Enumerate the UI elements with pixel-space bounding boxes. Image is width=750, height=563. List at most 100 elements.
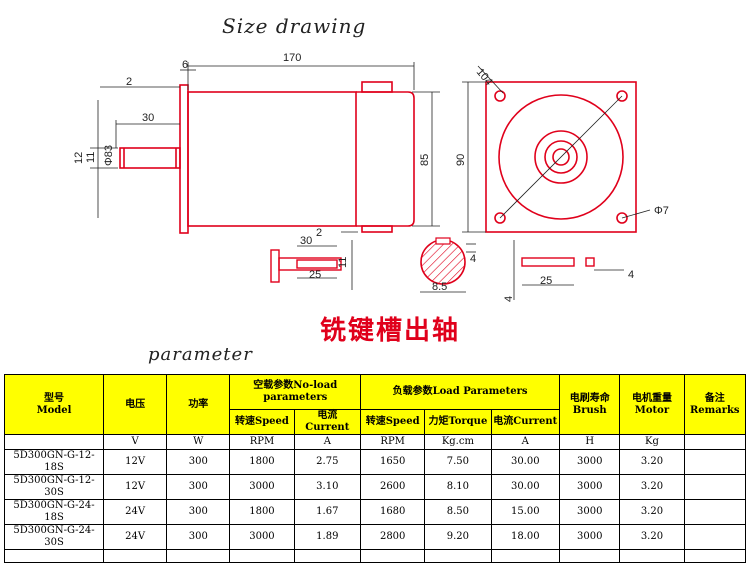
- dim-shaft-flat: 11: [85, 152, 97, 163]
- cell-model: 5D300GN-G-12-30S: [3, 474, 105, 500]
- cell-weight: 3.20: [619, 449, 685, 475]
- unit-cell: Kg: [619, 434, 685, 450]
- dim-keybar-25: 25: [540, 275, 552, 287]
- dim-key-2: 2: [316, 227, 322, 239]
- cell-load-current: 15.00: [490, 499, 561, 525]
- cell-empty: [103, 549, 168, 563]
- bottom-lug: [361, 225, 393, 233]
- cell-noload-speed: 1800: [229, 499, 295, 525]
- cell-noload-current: 2.75: [293, 449, 362, 475]
- subheader-noload-current: 电流Current: [293, 409, 362, 435]
- cell-weight: 3.20: [619, 474, 685, 500]
- keyway-shaft-caption: 铣键槽出轴: [320, 316, 461, 346]
- subheader-load-current: 电流Current: [490, 409, 561, 435]
- shaft-cross-section: [420, 237, 466, 285]
- cell-noload-current: 3.10: [293, 474, 362, 500]
- motor-body: [187, 91, 357, 227]
- dim-hole: Φ7: [654, 205, 669, 217]
- cell-weight: 3.20: [619, 499, 685, 525]
- cell-brush: 3000: [559, 474, 621, 500]
- cell-empty: [166, 549, 231, 563]
- cell-load-current: 18.00: [490, 524, 561, 550]
- cell-remarks: [683, 524, 747, 550]
- cell-empty: [619, 549, 685, 563]
- cell-load-current: 30.00: [490, 449, 561, 475]
- cell-model: 5D300GN-G-24-30S: [3, 524, 105, 550]
- cell-empty: [559, 549, 621, 563]
- cell-remarks: [683, 499, 747, 525]
- motor-dimension-drawing: 170 6 2 30 Φ83 12 11 85 90 104 Φ7 30 2: [73, 52, 669, 302]
- cell-voltage: 12V: [103, 449, 168, 475]
- unit-blank: [3, 434, 105, 450]
- cell-remarks: [683, 449, 747, 475]
- cell-empty: [360, 549, 426, 563]
- table-row: 5D300GN-G-24-30S 24V 300 3000 1.89 2800 …: [3, 524, 747, 550]
- unit-cell: Kg.cm: [424, 434, 492, 450]
- size-drawing-title: Size drawing: [222, 14, 367, 38]
- cell-empty: [293, 549, 362, 563]
- front-view: [485, 81, 637, 233]
- cell-empty: [490, 549, 561, 563]
- unit-cell: W: [166, 434, 231, 450]
- dim-pilot: Φ83: [103, 145, 115, 166]
- table-row: 5D300GN-G-12-30S 12V 300 3000 3.10 2600 …: [3, 474, 747, 500]
- header-load: 负载参数Load Parameters: [360, 374, 561, 410]
- header-brush: 电刷寿命 Brush: [559, 374, 621, 435]
- unit-cell: RPM: [360, 434, 426, 450]
- cell-load-torque: 9.20: [424, 524, 492, 550]
- unit-cell: A: [293, 434, 362, 450]
- dim-shaft-diameter: 12: [73, 152, 85, 164]
- parameter-table: 型号 Model 电压 功率 空载参数No-load parameters 负载…: [3, 374, 747, 563]
- cell-model: [3, 549, 105, 563]
- side-dimensions: [90, 62, 440, 227]
- cell-power: 300: [166, 474, 231, 500]
- cell-empty: [229, 549, 295, 563]
- cell-load-speed: 2800: [360, 524, 426, 550]
- dim-length: 170: [283, 52, 301, 64]
- dim-keybar-4a: 4: [628, 269, 634, 281]
- cell-brush: 3000: [559, 524, 621, 550]
- header-remarks: 备注 Remarks: [683, 374, 747, 435]
- dim-key-30: 30: [300, 235, 312, 247]
- key-detail: [270, 249, 342, 283]
- dim-shaft-step: 2: [126, 76, 132, 88]
- cell-load-current: 30.00: [490, 474, 561, 500]
- cell-load-torque: 8.10: [424, 474, 492, 500]
- shaft: [119, 147, 181, 169]
- cell-empty: [424, 549, 492, 563]
- cell-voltage: 24V: [103, 499, 168, 525]
- flange: [179, 84, 189, 234]
- dim-key-11: 11: [337, 257, 349, 268]
- cell-brush: 3000: [559, 449, 621, 475]
- key-bar-detail: [521, 257, 595, 267]
- cell-noload-speed: 3000: [229, 524, 295, 550]
- terminal-box: [361, 81, 393, 93]
- cell-noload-current: 1.89: [293, 524, 362, 550]
- cell-voltage: 24V: [103, 524, 168, 550]
- front-flange: [485, 81, 637, 233]
- cell-load-torque: 8.50: [424, 499, 492, 525]
- cell-power: 300: [166, 524, 231, 550]
- rear-cap: [356, 91, 415, 227]
- dim-body-height: 85: [419, 154, 431, 166]
- dim-shaft-length: 30: [142, 112, 154, 124]
- cell-noload-speed: 1800: [229, 449, 295, 475]
- header-voltage: 电压: [103, 374, 168, 435]
- dim-keybar-4b: 4: [503, 296, 515, 302]
- unit-cell: A: [490, 434, 561, 450]
- cell-load-speed: 1650: [360, 449, 426, 475]
- unit-blank: [683, 434, 747, 450]
- cell-remarks: [683, 474, 747, 500]
- header-power: 功率: [166, 374, 231, 435]
- dim-flange: 6: [182, 59, 188, 71]
- cell-brush: 3000: [559, 499, 621, 525]
- cell-model: 5D300GN-G-12-18S: [3, 449, 105, 475]
- cell-load-speed: 2600: [360, 474, 426, 500]
- unit-cell: RPM: [229, 434, 295, 450]
- subheader-load-speed: 转速Speed: [360, 409, 426, 435]
- cell-power: 300: [166, 499, 231, 525]
- subheader-load-torque: 力矩Torque: [424, 409, 492, 435]
- cell-power: 300: [166, 449, 231, 475]
- table-row: 5D300GN-G-24-18S 24V 300 1800 1.67 1680 …: [3, 499, 747, 525]
- table-row: [3, 549, 747, 563]
